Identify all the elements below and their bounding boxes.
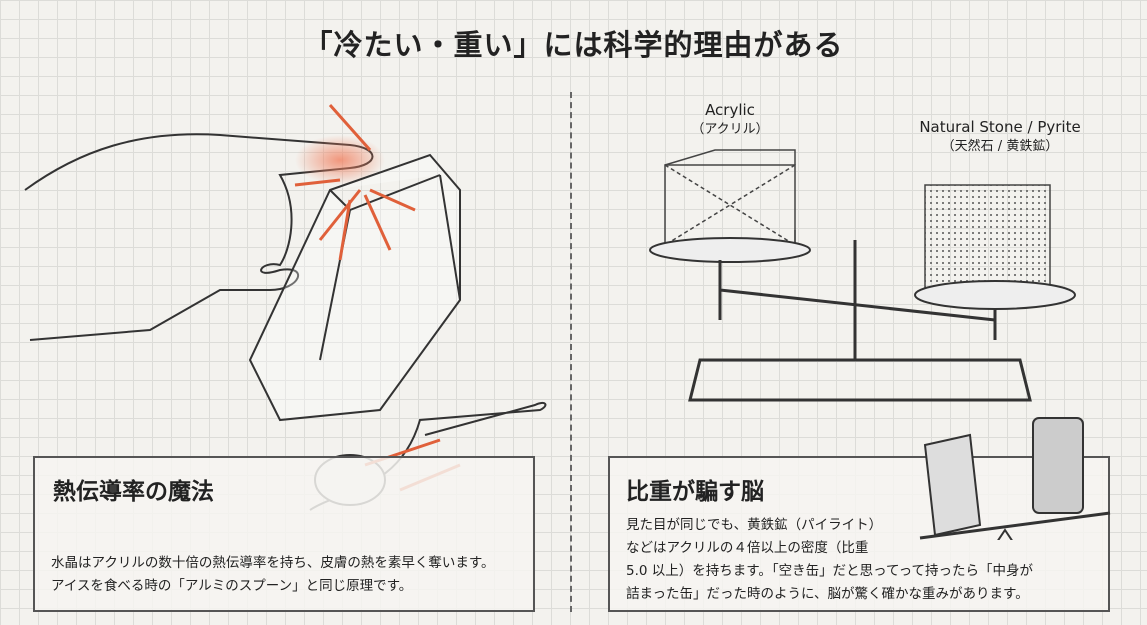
thermal-text-line: アイスを食べる時の「アルミのスプーン」と同じ原理です。 [51,578,413,594]
spoon-overlay [0,0,10,10]
cans-seesaw-illustration [919,417,1111,540]
crushed-can-icon [923,433,982,537]
stone-label: Natural Stone / Pyrite （天然石 / 黄鉄鉱） [890,117,1110,157]
density-text-line: 詰まった缶」だった時のように、脳が驚く確かな重みがあります。 [626,586,1029,602]
stone-label-en: Natural Stone / Pyrite [919,118,1081,136]
hand-icon [24,133,374,341]
divider [570,92,572,612]
pyrite-cube-icon [924,184,1051,296]
thermal-conductivity-box: 熱伝導率の魔法 水晶はアクリルの数十倍の熱伝導率を持ち、皮膚の熱を素早く奪います… [33,456,535,612]
page-title: 「冷たい・重い」には科学的理由がある [303,28,844,62]
stone-label-jp: （天然石 / 黄鉄鉱） [941,139,1059,154]
density-heading: 比重が騙す脳 [626,479,764,505]
thermal-text-line: 水晶はアクリルの数十倍の熱伝導率を持ち、皮膚の熱を素早く奪います。 [51,555,495,571]
density-box: 比重が騙す脳 見た目が同じでも、黄鉄鉱（パイライト） などはアクリルの４倍以上の… [608,456,1110,612]
density-text-line: 見た目が同じでも、黄鉄鉱（パイライト） [626,517,883,533]
heat-arrows [294,104,416,261]
crystal-icon [248,153,461,422]
density-text-line: 5.0 以上）を持ちます。「空き缶」だと思ってって持ったら「中身が [626,563,1033,579]
balance-scale-illustration [649,149,1076,402]
thermal-heading: 熱伝導率の魔法 [53,479,214,505]
acrylic-label-en: Acrylic [705,101,755,119]
density-text-line: などはアクリルの４倍以上の密度（比重 [626,540,869,556]
fulcrum-icon [997,528,1013,540]
acrylic-label: Acrylic （アクリル） [660,100,800,140]
acrylic-label-jp: （アクリル） [691,122,769,137]
full-can-icon [1032,417,1084,514]
density-text: 見た目が同じでも、黄鉄鉱（パイライト） などはアクリルの４倍以上の密度（比重 5… [626,514,1033,606]
acrylic-cube-icon [664,149,796,246]
thermal-text: 水晶はアクリルの数十倍の熱伝導率を持ち、皮膚の熱を素早く奪います。 アイスを食べ… [51,552,494,598]
